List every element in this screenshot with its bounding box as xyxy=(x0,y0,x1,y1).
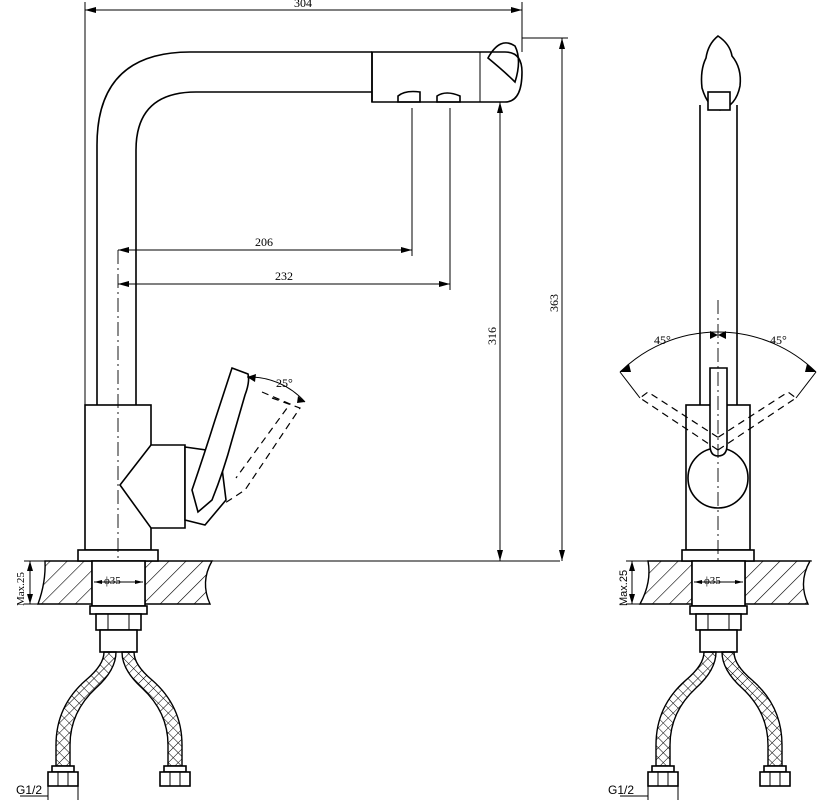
side-view: 45° 45° ϕ35 xyxy=(608,35,817,800)
dim-max-thickness-front: Max.25 xyxy=(15,560,45,606)
thread-front-label: G1/2 xyxy=(16,783,42,797)
max-thickness-front-label: Max.25 xyxy=(15,572,27,606)
hoses-front xyxy=(47,651,191,787)
lever-positions-side: 45° 45° xyxy=(619,331,817,451)
worktop-section-side xyxy=(638,560,812,605)
dim-reach-206: 206 xyxy=(118,108,413,256)
diameter-front-label: ϕ35 xyxy=(104,575,121,587)
faucet-spout-front xyxy=(96,42,523,405)
overall-height-label: 363 xyxy=(547,294,561,312)
mounting-shank-side: ϕ35 xyxy=(689,560,748,653)
dim-overall-height: 363 xyxy=(522,37,568,561)
faucet-body-side xyxy=(681,35,755,562)
dim-reach-232: 232 xyxy=(118,108,451,290)
thread-side: G1/2 xyxy=(608,783,679,800)
reach-232-label: 232 xyxy=(275,269,293,283)
worktop-section-front xyxy=(37,560,560,605)
dim-spout-height: 316 xyxy=(460,101,506,561)
diameter-side-label: ϕ35 xyxy=(704,575,721,587)
mounting-shank-front: ϕ35 xyxy=(89,560,148,653)
lever-angle-label: 25° xyxy=(276,376,293,390)
dim-overall-width: 304 xyxy=(84,0,523,405)
front-view: 25° 304 206 232 xyxy=(15,0,568,800)
overall-width-label: 304 xyxy=(294,0,312,10)
lever-front: 25° xyxy=(191,366,306,514)
side-right-angle-label: 45° xyxy=(770,333,787,347)
side-left-angle-label: 45° xyxy=(654,333,671,347)
thread-front: G1/2 xyxy=(16,783,79,800)
reach-206-label: 206 xyxy=(255,235,273,249)
thread-side-label: G1/2 xyxy=(608,783,634,797)
hoses-side xyxy=(647,651,791,787)
dim-max-thickness-side: Max.25 xyxy=(618,560,648,606)
max-thickness-side-label: Max.25 xyxy=(618,570,630,606)
spout-height-label: 316 xyxy=(485,327,499,345)
